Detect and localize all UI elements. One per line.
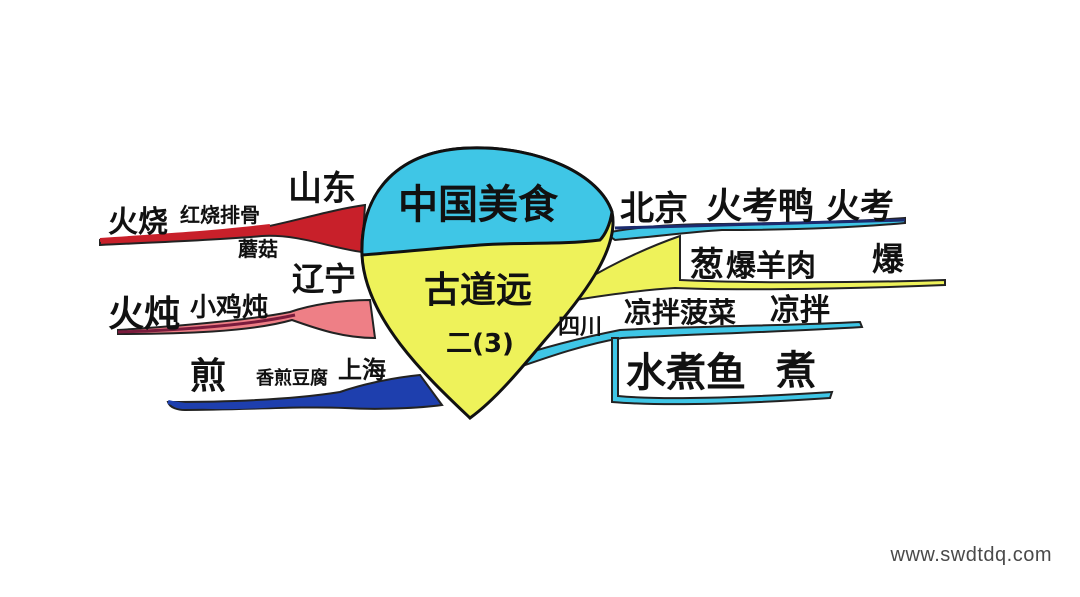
underline-shanghai bbox=[167, 398, 341, 410]
dish-kaoya: 火考鸭 bbox=[706, 186, 814, 227]
dish-baoyangrou: 爆羊肉 bbox=[726, 249, 816, 284]
dish-xiangjian: 香煎豆腐 bbox=[255, 367, 328, 389]
region-liaoning: 辽宁 bbox=[292, 260, 356, 298]
underline-shandong bbox=[99, 224, 271, 242]
center-title: 中国美食 bbox=[398, 182, 559, 228]
branch-shuizhu bbox=[611, 337, 834, 406]
underline-beijing bbox=[614, 218, 906, 230]
region-beijing: 北京 bbox=[620, 189, 688, 229]
dish-liangban: 凉拌菠菜 bbox=[624, 296, 736, 329]
method-jian: 煎 bbox=[190, 356, 226, 397]
center-class: 二(3) bbox=[446, 329, 514, 359]
method-kao: 火考 bbox=[826, 187, 894, 227]
method-liangban: 凉拌 bbox=[770, 293, 830, 328]
method-dun: 火炖 bbox=[108, 294, 180, 335]
branch-congbao bbox=[568, 234, 946, 302]
method-shao: 火烧 bbox=[108, 205, 168, 240]
branch-shanghai bbox=[166, 373, 444, 412]
dish-hongshao: 红烧排骨 bbox=[180, 203, 260, 227]
region-shandong: 山东 bbox=[288, 169, 356, 209]
dish-shuizhuyu: 水煮鱼 bbox=[626, 350, 746, 396]
dish-xiaojidun: 小鸡炖 bbox=[190, 292, 268, 323]
region-sichuan: 四川 bbox=[558, 315, 602, 340]
dish-cong: 葱 bbox=[690, 245, 724, 285]
underline-liaoning bbox=[117, 313, 296, 334]
center-title-area bbox=[360, 146, 614, 257]
region-shanghai: 上海 bbox=[338, 356, 386, 384]
branch-shandong bbox=[99, 203, 367, 254]
branch-sichuan bbox=[498, 320, 864, 374]
method-zhu: 煮 bbox=[775, 348, 816, 394]
method-bao: 爆 bbox=[872, 240, 905, 278]
center-name: 古道远 bbox=[424, 270, 532, 311]
dish-mogu: 蘑菇 bbox=[238, 237, 278, 261]
watermark: www.swdtdq.com bbox=[890, 544, 1052, 566]
